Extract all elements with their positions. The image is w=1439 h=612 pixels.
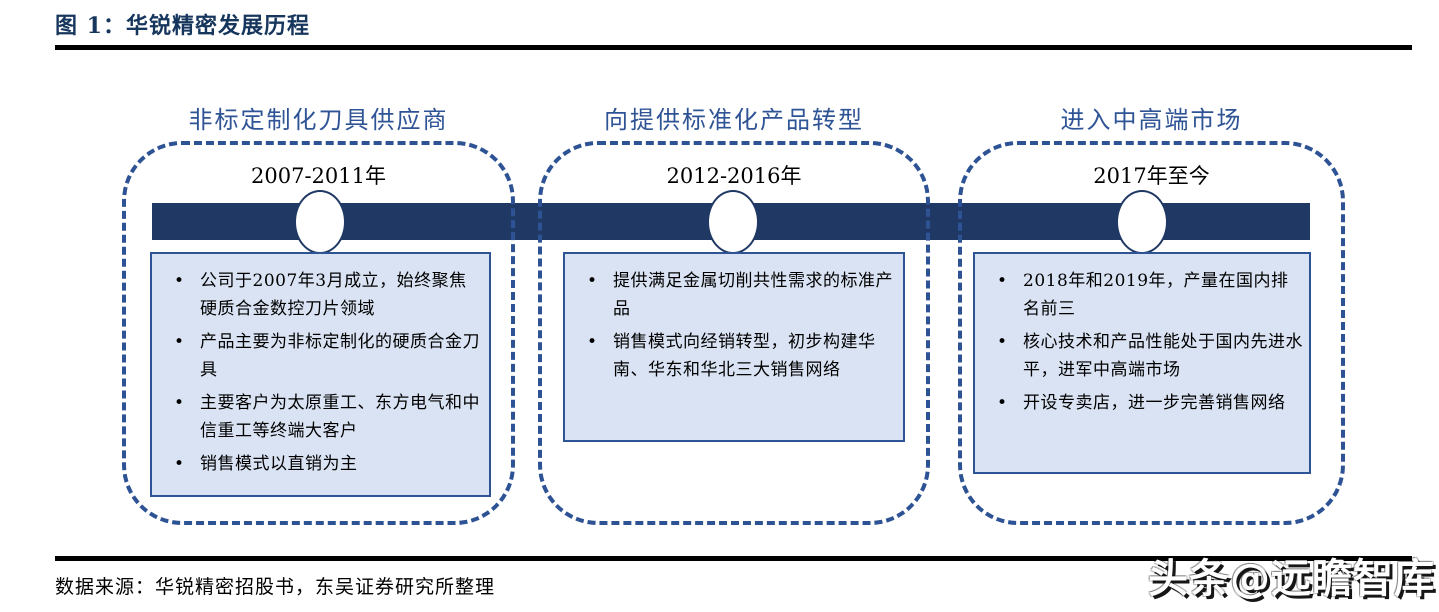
phase2-period: 2012-2016年 <box>666 164 802 188</box>
bullet-icon: • <box>997 393 1008 413</box>
bullet-text: 核心技术和产品性能处于国内先进水平，进军中高端市场 <box>1023 332 1303 380</box>
figure-title: 图 1：华锐精密发展历程 <box>55 13 310 39</box>
footer-divider-rule <box>55 556 1412 561</box>
list-item: • 产品主要为非标定制化的硬质合金刀具 <box>164 328 483 384</box>
phase1-info-box: • 公司于2007年3月成立，始终聚焦硬质合金数控刀片领域 • 产品主要为非标定… <box>150 252 491 497</box>
bullet-icon: • <box>997 332 1008 352</box>
bullet-text: 提供满足金属切削共性需求的标准产品 <box>613 271 893 319</box>
bullet-icon: • <box>997 271 1008 291</box>
phase1-dashed-outline <box>122 141 515 525</box>
phase2-info-box: • 提供满足金属切削共性需求的标准产品 • 销售模式向经销转型，初步构建华南、华… <box>563 252 905 442</box>
bullet-icon: • <box>587 332 598 352</box>
bullet-icon: • <box>587 271 598 291</box>
timeline-node-1 <box>294 190 346 254</box>
phase2-dashed-outline <box>538 141 930 525</box>
timeline-node-2 <box>707 190 759 254</box>
phase3-dashed-outline <box>958 141 1345 525</box>
bullet-icon: • <box>174 271 185 291</box>
phase2-header: 向提供标准化产品转型 <box>604 106 864 134</box>
title-divider-rule <box>55 45 1412 50</box>
bullet-icon: • <box>174 454 185 474</box>
bullet-icon: • <box>174 332 185 352</box>
list-item: • 提供满足金属切削共性需求的标准产品 <box>577 267 897 323</box>
phase3-info-box: • 2018年和2019年，产量在国内排名前三 • 核心技术和产品性能处于国内先… <box>973 252 1311 474</box>
source-note: 数据来源：华锐精密招股书，东吴证券研究所整理 <box>55 576 496 598</box>
list-item: • 2018年和2019年，产量在国内排名前三 <box>987 267 1303 323</box>
bullet-text: 2018年和2019年，产量在国内排名前三 <box>1023 271 1289 319</box>
list-item: • 公司于2007年3月成立，始终聚焦硬质合金数控刀片领域 <box>164 267 483 323</box>
watermark: 头条@远瞻智库 <box>1148 556 1435 602</box>
bullet-text: 销售模式以直销为主 <box>200 454 358 474</box>
list-item: • 主要客户为太原重工、东方电气和中信重工等终端大客户 <box>164 389 483 445</box>
bullet-icon: • <box>174 393 185 413</box>
phase1-period: 2007-2011年 <box>251 164 386 188</box>
phase1-header: 非标定制化刀具供应商 <box>188 106 449 134</box>
list-item: • 开设专卖店，进一步完善销售网络 <box>987 389 1303 417</box>
list-item: • 销售模式以直销为主 <box>164 450 483 478</box>
phase3-header: 进入中高端市场 <box>1060 106 1243 134</box>
list-item: • 核心技术和产品性能处于国内先进水平，进军中高端市场 <box>987 328 1303 384</box>
bullet-text: 公司于2007年3月成立，始终聚焦硬质合金数控刀片领域 <box>200 271 467 319</box>
phase3-period: 2017年至今 <box>1093 164 1210 188</box>
bullet-text: 主要客户为太原重工、东方电气和中信重工等终端大客户 <box>200 393 480 441</box>
bullet-text: 产品主要为非标定制化的硬质合金刀具 <box>200 332 480 380</box>
bullet-text: 销售模式向经销转型，初步构建华南、华东和华北三大销售网络 <box>613 332 876 380</box>
timeline-node-3 <box>1116 190 1168 254</box>
list-item: • 销售模式向经销转型，初步构建华南、华东和华北三大销售网络 <box>577 328 897 384</box>
bullet-text: 开设专卖店，进一步完善销售网络 <box>1023 393 1286 413</box>
